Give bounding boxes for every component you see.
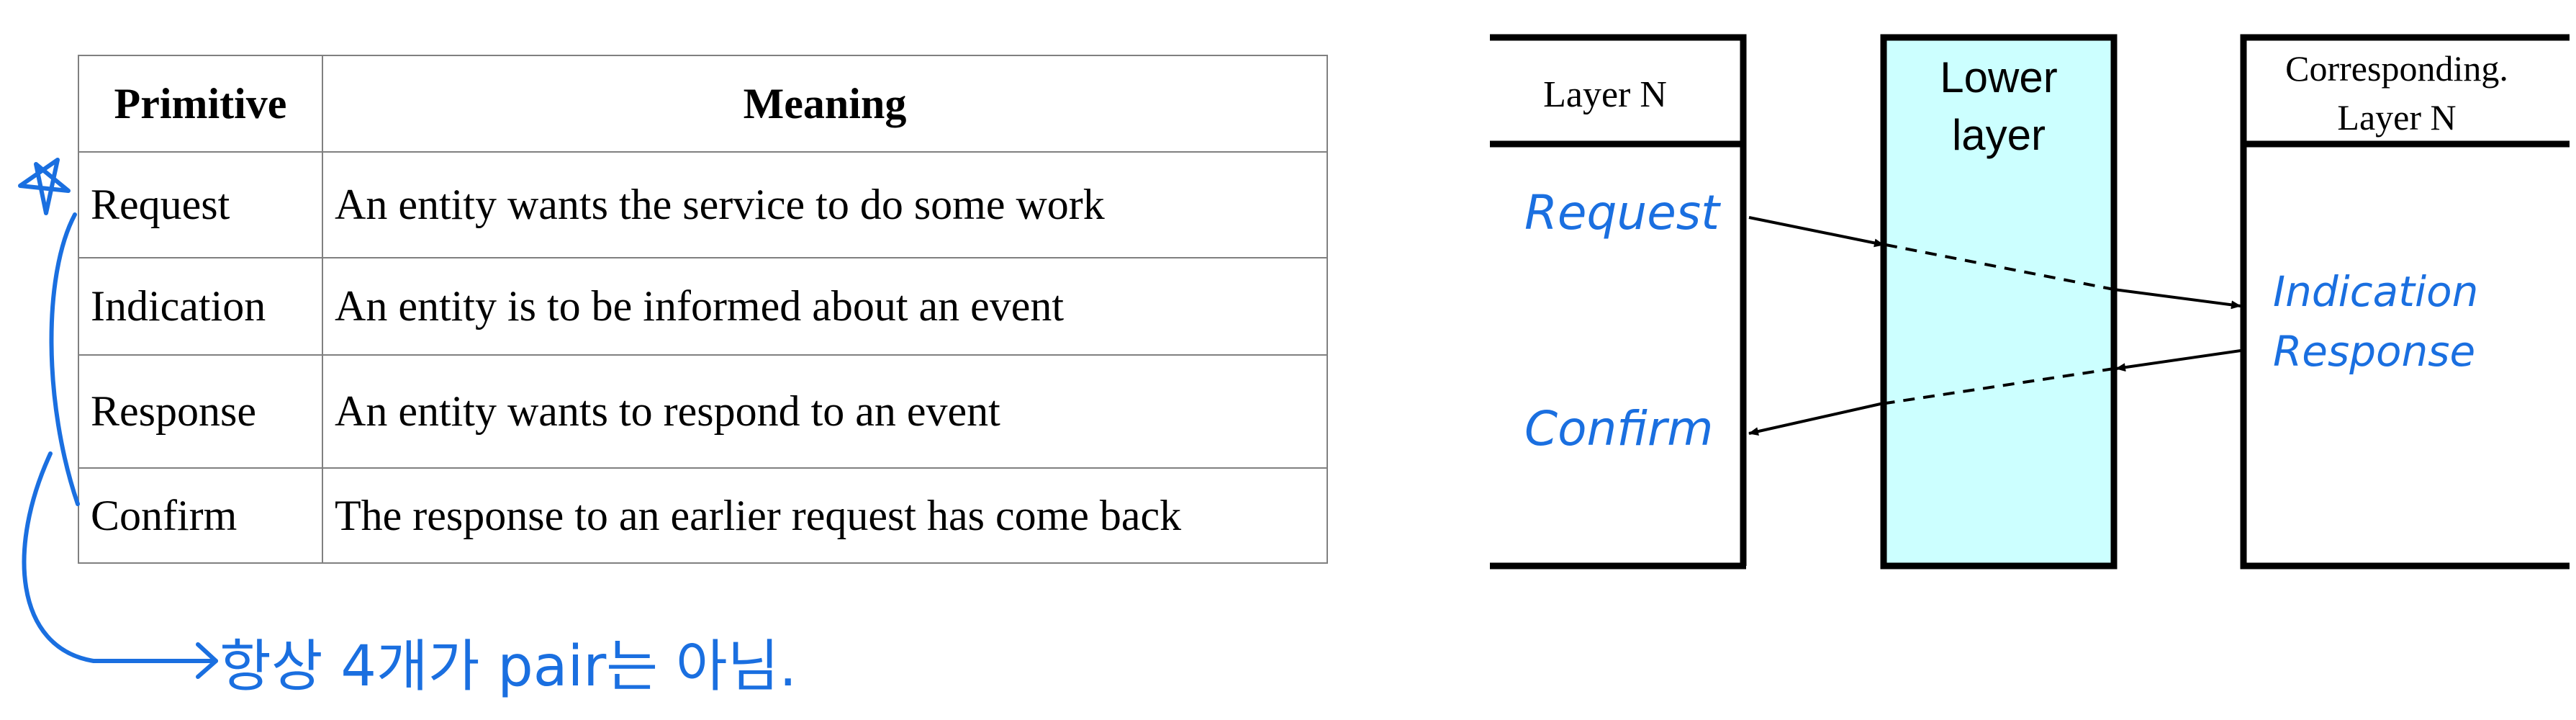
primitive-cell: Request	[78, 151, 323, 258]
lower-layer-box	[1880, 34, 2118, 570]
meaning-cell: The response to an earlier request has c…	[322, 467, 1328, 564]
request-arrow	[1748, 216, 1884, 248]
header-meaning: Meaning	[322, 55, 1328, 153]
handwritten-note: 항상 4개가 pair는 아님.	[220, 634, 797, 699]
handwritten-request: Request	[1524, 185, 1721, 240]
table-row: Indication An entity is to be informed a…	[78, 257, 1328, 356]
handwritten-response: Response	[2273, 327, 2475, 376]
meaning-cell: An entity wants the service to do some w…	[322, 151, 1328, 258]
pointer-curve	[22, 451, 218, 663]
lower-layer-label-line1: Lower	[1940, 53, 2057, 102]
handwritten-indication: Indication	[2273, 267, 2478, 316]
primitives-table: Primitive Meaning Request An entity want…	[78, 55, 1328, 564]
lower-layer-block: Lower layer	[1880, 34, 2118, 570]
corresponding-layer-block: Corresponding. Layer N	[2240, 34, 2570, 570]
handwritten-confirm: Confirm	[1524, 401, 1713, 456]
table-row: Request An entity wants the service to d…	[78, 151, 1328, 258]
meaning-cell: An entity is to be informed about an eve…	[322, 257, 1328, 356]
lower-layer-label-line2: layer	[1952, 111, 2046, 159]
table-header-row: Primitive Meaning	[78, 55, 1328, 153]
table-row: Confirm The response to an earlier reque…	[78, 467, 1328, 564]
star-icon	[18, 158, 71, 215]
meaning-cell: An entity wants to respond to an event	[322, 354, 1328, 469]
primitive-cell: Confirm	[78, 467, 323, 564]
layer-n-block: Layer N	[1490, 34, 1747, 570]
corresponding-label-line2: Layer N	[2337, 97, 2456, 138]
bracket-curve	[49, 212, 80, 506]
primitive-cell: Indication	[78, 257, 323, 356]
response-arrow	[2115, 349, 2241, 372]
primitive-cell: Response	[78, 354, 323, 469]
layer-n-label: Layer N	[1543, 74, 1667, 115]
header-primitive: Primitive	[78, 55, 323, 153]
table-row: Response An entity wants to respond to a…	[78, 354, 1328, 469]
confirm-arrow	[1748, 402, 1884, 436]
indication-arrow	[2113, 288, 2241, 310]
corresponding-label-line1: Corresponding.	[2285, 48, 2508, 89]
pointer-arrowhead	[196, 642, 218, 679]
response-dashed-segment	[1885, 367, 2115, 405]
